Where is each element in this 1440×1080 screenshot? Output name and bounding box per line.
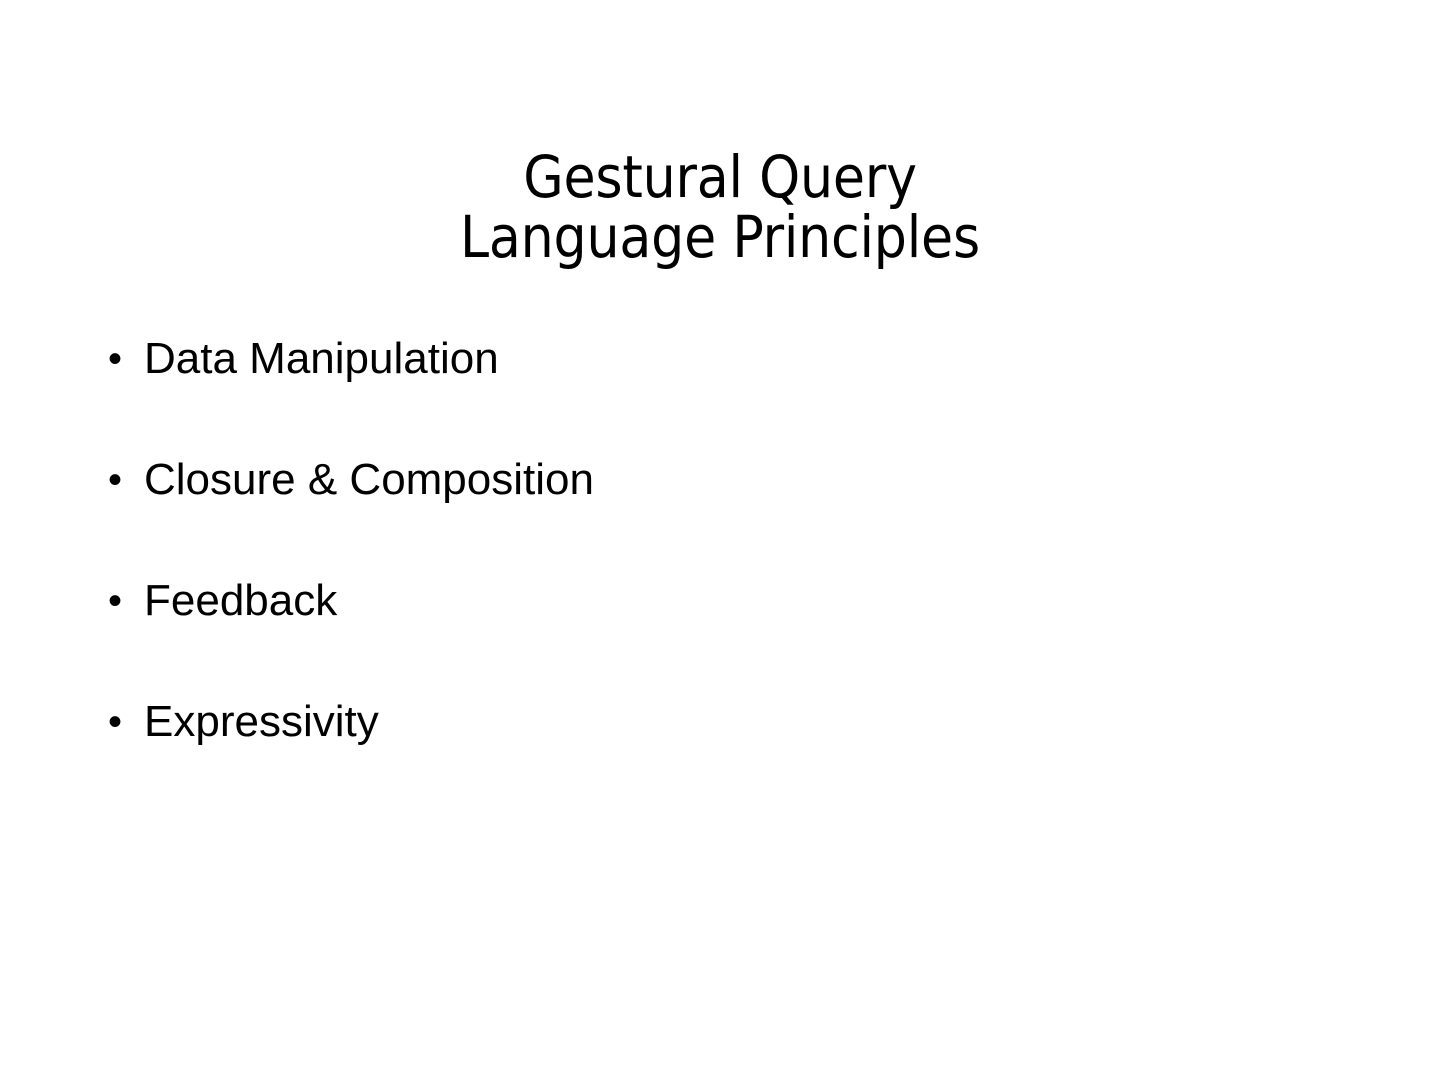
- list-item-label: Expressivity: [144, 697, 379, 746]
- principles-list: • Data Manipulation • Closure & Composit…: [108, 332, 1308, 816]
- list-item-label: Feedback: [144, 576, 338, 625]
- list-item: • Expressivity: [108, 695, 1308, 816]
- page-title: Gestural Query Language Principles: [460, 142, 980, 271]
- list-item: • Closure & Composition: [108, 453, 1308, 574]
- bullet-point-icon: •: [108, 579, 123, 623]
- bullet-point-icon: •: [108, 337, 123, 381]
- list-item-label: Closure & Composition: [144, 455, 594, 504]
- bullet-point-icon: •: [108, 700, 123, 744]
- list-item: • Feedback: [108, 574, 1308, 695]
- list-item-label: Data Manipulation: [144, 334, 499, 383]
- bullet-point-icon: •: [108, 458, 123, 502]
- list-item: • Data Manipulation: [108, 332, 1308, 453]
